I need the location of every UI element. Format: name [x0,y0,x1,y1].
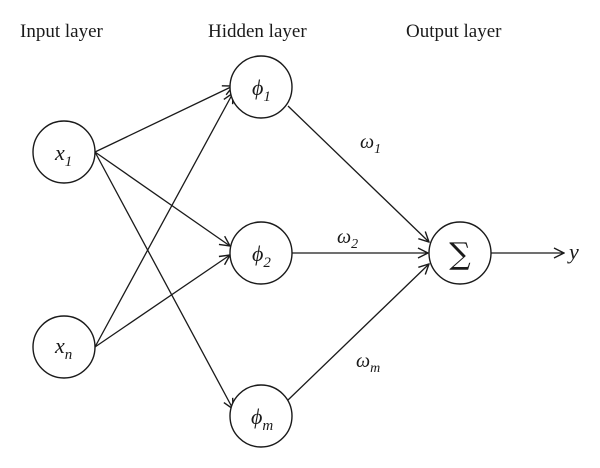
input-node-x1-subscript: 1 [65,154,73,170]
hidden-node-phi1-symbol: ϕ [252,75,263,100]
input-node-x1: x1 [32,120,96,184]
input-node-x1-symbol: x [54,140,65,165]
edge-x1-phim [94,151,233,409]
edge-x1-phi2 [94,151,230,246]
hidden-node-phi1: ϕ1 [229,55,293,119]
weight-label-m-symbol: ω [356,350,370,372]
hidden-node-phi2: ϕ2 [229,221,293,285]
edge-x1-phi1 [94,86,233,153]
output-sum-node: ∑ [428,221,492,285]
weight-label-1-subscript: 1 [374,142,381,157]
weight-label-m-subscript: m [370,361,380,376]
input-hidden-edges [94,86,233,409]
input-node-xn-symbol: x [54,333,65,358]
weight-label-2-subscript: 2 [351,237,358,252]
svg-text:ω1: ω1 [360,131,381,157]
hidden-node-phim-subscript: m [262,418,273,434]
svg-text:ωm: ωm [356,350,380,376]
output-layer-title: Output layer [406,21,502,42]
hidden-node-phim: ϕm [229,384,293,448]
hidden-node-phi2-subscript: 2 [263,255,271,271]
hidden-output-edges [287,105,564,401]
input-layer-title: Input layer [20,21,104,42]
weight-label-1-symbol: ω [360,131,374,153]
summation-symbol: ∑ [449,237,471,272]
input-node-xn: xn [32,315,96,379]
edge-phim-sum [287,264,429,401]
hidden-node-phi2-symbol: ϕ [252,241,263,266]
edge-xn-phi1 [94,93,233,348]
svg-text:ϕm: ϕm [251,404,273,434]
hidden-layer-title: Hidden layer [208,21,307,42]
input-node-xn-subscript: n [65,347,73,363]
svg-text:ω2: ω2 [337,226,358,252]
output-label-y: y [567,239,579,264]
hidden-node-phim-symbol: ϕ [251,404,262,429]
weight-label-2-symbol: ω [337,226,351,248]
svg-text:ϕ1: ϕ1 [252,75,271,105]
edge-xn-phi2 [94,255,230,348]
svg-text:ϕ2: ϕ2 [252,241,271,271]
edge-phi1-sum [287,105,429,242]
hidden-node-phi1-subscript: 1 [263,89,271,105]
svg-text:xn: xn [54,333,72,363]
svg-text:x1: x1 [54,140,72,170]
